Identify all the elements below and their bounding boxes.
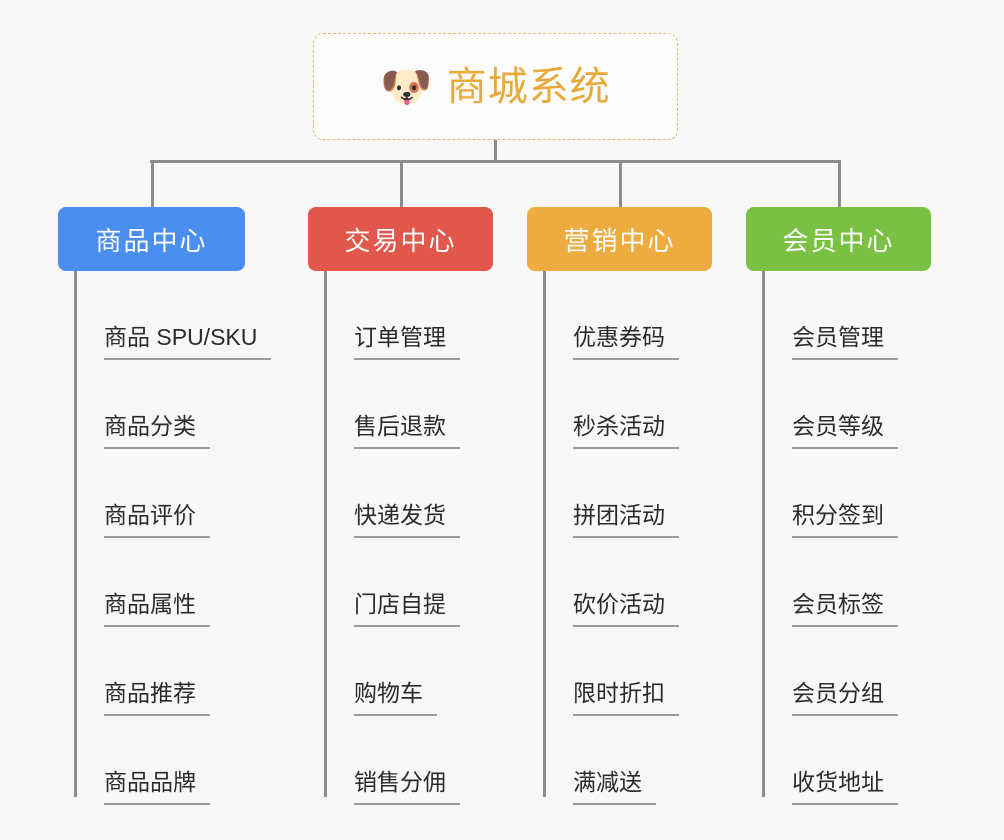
connector-drop-4 [838, 160, 841, 207]
branch-trunk-4 [762, 271, 765, 797]
list-item[interactable]: 销售分佣 [308, 716, 493, 805]
leaf-item-label: 会员等级 [792, 413, 898, 449]
branch-column-2: 交易中心订单管理售后退款快递发货门店自提购物车销售分佣 [308, 207, 493, 805]
list-item[interactable]: 会员等级 [746, 360, 931, 449]
leaf-item-label: 会员分组 [792, 680, 898, 716]
leaf-item-label: 拼团活动 [573, 502, 679, 538]
connector-drop-1 [151, 160, 154, 207]
leaf-item-label: 售后退款 [354, 413, 460, 449]
branch-header-1[interactable]: 商品中心 [58, 207, 245, 271]
leaf-item-label: 限时折扣 [573, 680, 679, 716]
list-item[interactable]: 商品评价 [58, 449, 245, 538]
list-item[interactable]: 会员分组 [746, 627, 931, 716]
list-item[interactable]: 商品分类 [58, 360, 245, 449]
list-item[interactable]: 订单管理 [308, 271, 493, 360]
connector-drop-3 [619, 160, 622, 207]
leaf-item-label: 会员管理 [792, 324, 898, 360]
leaf-item-label: 商品评价 [104, 502, 210, 538]
list-item[interactable]: 砍价活动 [527, 538, 712, 627]
leaf-item-label: 商品分类 [104, 413, 210, 449]
leaf-item-label: 订单管理 [354, 324, 460, 360]
shiba-dog-face-icon: 🐶 [380, 62, 433, 110]
branch-trunk-3 [543, 271, 546, 797]
leaf-item-label: 商品属性 [104, 591, 210, 627]
leaf-item-label: 门店自提 [354, 591, 460, 627]
branch-column-1: 商品中心商品 SPU/SKU 商品分类商品评价商品属性商品推荐商品品牌 [58, 207, 272, 805]
leaf-list-3: 优惠券码秒杀活动拼团活动砍价活动限时折扣满减送 [527, 271, 712, 805]
leaf-item-label: 秒杀活动 [573, 413, 679, 449]
connector-horizontal-bus [150, 160, 840, 163]
branch-header-4[interactable]: 会员中心 [746, 207, 931, 271]
branch-trunk-2 [324, 271, 327, 797]
leaf-item-label: 收货地址 [792, 769, 898, 805]
list-item[interactable]: 会员标签 [746, 538, 931, 627]
list-item[interactable]: 售后退款 [308, 360, 493, 449]
list-item[interactable]: 积分签到 [746, 449, 931, 538]
leaf-item-label: 会员标签 [792, 591, 898, 627]
leaf-list-2: 订单管理售后退款快递发货门店自提购物车销售分佣 [308, 271, 493, 805]
leaf-item-label: 销售分佣 [354, 769, 460, 805]
list-item[interactable]: 优惠券码 [527, 271, 712, 360]
leaf-item-label: 优惠券码 [573, 324, 679, 360]
branch-column-4: 会员中心会员管理会员等级积分签到会员标签会员分组收货地址 [746, 207, 931, 805]
list-item[interactable]: 限时折扣 [527, 627, 712, 716]
branch-column-3: 营销中心优惠券码秒杀活动拼团活动砍价活动限时折扣满减送 [527, 207, 712, 805]
leaf-item-label: 积分签到 [792, 502, 898, 538]
leaf-item-label: 快递发货 [354, 502, 460, 538]
list-item[interactable]: 商品推荐 [58, 627, 245, 716]
list-item[interactable]: 门店自提 [308, 538, 493, 627]
branch-trunk-1 [74, 271, 77, 797]
connector-root-stem [494, 140, 497, 162]
list-item[interactable]: 商品品牌 [58, 716, 245, 805]
list-item[interactable]: 快递发货 [308, 449, 493, 538]
list-item[interactable]: 商品属性 [58, 538, 245, 627]
list-item[interactable]: 满减送 [527, 716, 712, 805]
list-item[interactable]: 秒杀活动 [527, 360, 712, 449]
list-item[interactable]: 会员管理 [746, 271, 931, 360]
connector-drop-2 [400, 160, 403, 207]
branch-header-3[interactable]: 营销中心 [527, 207, 712, 271]
root-node-title: 商城系统 [446, 64, 611, 109]
leaf-item-label: 商品推荐 [104, 680, 210, 716]
list-item[interactable]: 拼团活动 [527, 449, 712, 538]
leaf-list-1: 商品 SPU/SKU 商品分类商品评价商品属性商品推荐商品品牌 [58, 271, 272, 805]
branch-header-2[interactable]: 交易中心 [308, 207, 493, 271]
leaf-item-label: 商品 SPU/SKU [104, 324, 272, 360]
leaf-item-label: 满减送 [573, 769, 656, 805]
leaf-item-label: 购物车 [354, 680, 437, 716]
leaf-item-label: 商品品牌 [104, 769, 210, 805]
root-node-shop-system[interactable]: 🐶 商城系统 [313, 33, 678, 140]
list-item[interactable]: 购物车 [308, 627, 493, 716]
leaf-list-4: 会员管理会员等级积分签到会员标签会员分组收货地址 [746, 271, 931, 805]
list-item[interactable]: 商品 SPU/SKU [58, 271, 272, 360]
leaf-item-label: 砍价活动 [573, 591, 679, 627]
list-item[interactable]: 收货地址 [746, 716, 931, 805]
